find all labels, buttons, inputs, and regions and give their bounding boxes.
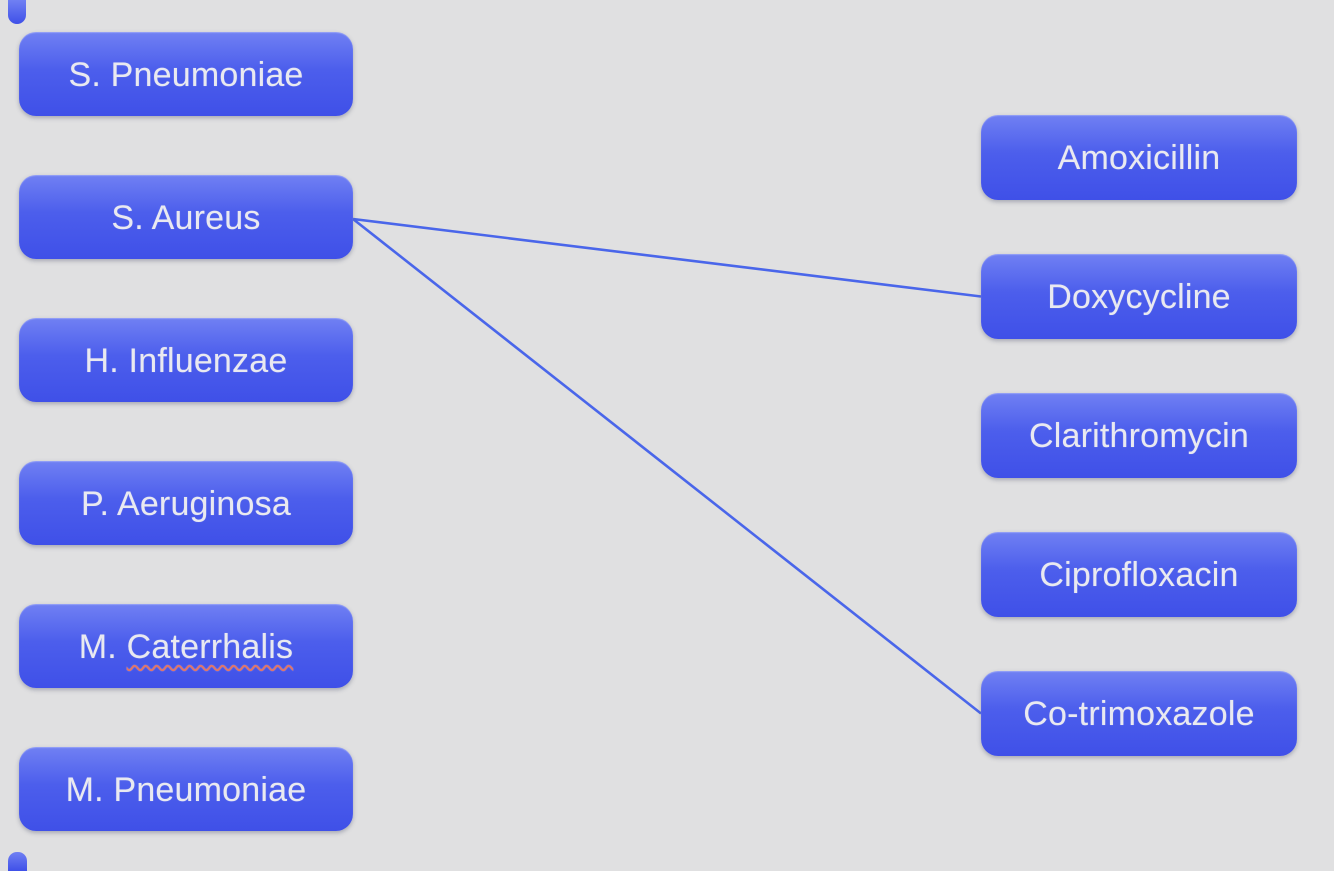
node-label: Co-trimoxazole bbox=[1023, 695, 1255, 733]
bacteria-node-h-influenzae[interactable]: H. Influenzae bbox=[19, 318, 353, 402]
partial-box-fragment-bottom-left bbox=[8, 852, 27, 871]
antibiotic-node-ciprofloxacin[interactable]: Ciprofloxacin bbox=[981, 532, 1297, 617]
node-label: H. Influenzae bbox=[84, 341, 288, 380]
partial-box-fragment-top-left bbox=[8, 0, 26, 24]
bacteria-node-m-pneumoniae[interactable]: M. Pneumoniae bbox=[19, 747, 353, 831]
node-label: P. Aeruginosa bbox=[81, 484, 291, 523]
node-label-prefix: M. bbox=[78, 627, 127, 666]
node-label: S. Pneumoniae bbox=[68, 55, 304, 94]
antibiotic-node-co-trimoxazole[interactable]: Co-trimoxazole bbox=[981, 671, 1297, 756]
node-label-misspelled-word: Caterrhalis bbox=[126, 627, 294, 666]
node-label: Amoxicillin bbox=[1057, 139, 1221, 177]
bacteria-node-s-pneumoniae[interactable]: S. Pneumoniae bbox=[19, 32, 353, 116]
antibiotic-node-amoxicillin[interactable]: Amoxicillin bbox=[981, 115, 1297, 200]
antibiotic-node-doxycycline[interactable]: Doxycycline bbox=[981, 254, 1297, 339]
node-label: S. Aureus bbox=[111, 198, 261, 237]
antibiotic-node-clarithromycin[interactable]: Clarithromycin bbox=[981, 393, 1297, 478]
node-label: M. Caterrhalis bbox=[79, 626, 293, 667]
bacteria-node-p-aeruginosa[interactable]: P. Aeruginosa bbox=[19, 461, 353, 545]
node-label: Doxycycline bbox=[1047, 278, 1231, 316]
node-label: Ciprofloxacin bbox=[1039, 556, 1239, 594]
bacteria-node-m-caterrhalis[interactable]: M. Caterrhalis bbox=[19, 604, 353, 688]
node-label: M. Pneumoniae bbox=[65, 770, 307, 809]
node-label: Clarithromycin bbox=[1028, 417, 1250, 455]
bacteria-column: S. Pneumoniae S. Aureus H. Influenzae P. Ae… bbox=[19, 32, 353, 831]
connector-line-s-aureus-to-doxycycline bbox=[352, 217, 982, 298]
connector-line-s-aureus-to-co-trimoxazole bbox=[352, 217, 982, 715]
bacteria-node-s-aureus[interactable]: S. Aureus bbox=[19, 175, 353, 259]
